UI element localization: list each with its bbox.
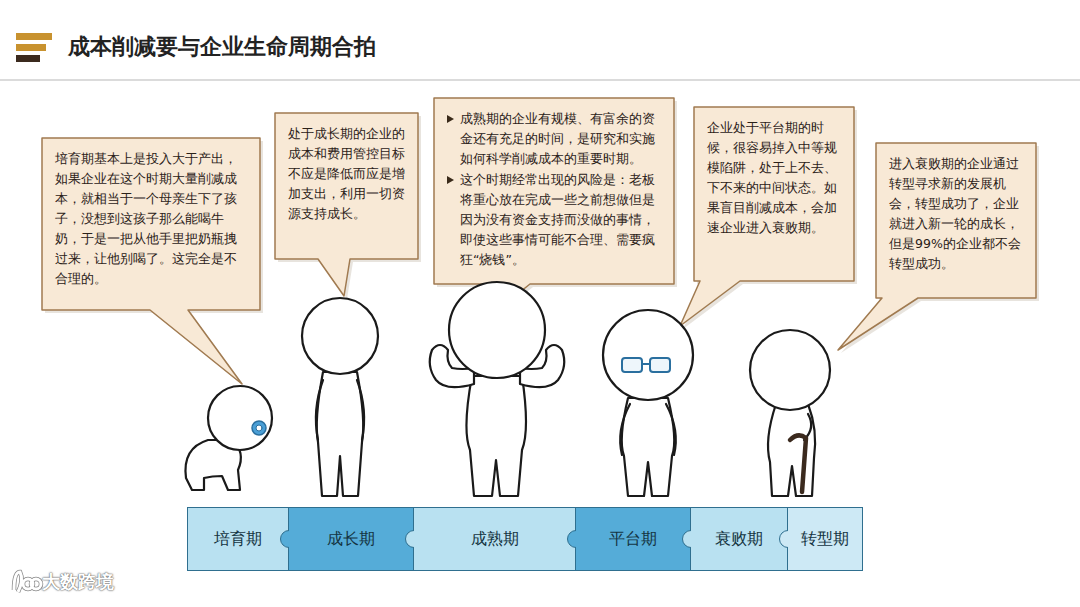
stick-figures [185, 282, 830, 496]
speech-bubble: 培育期基本上是投入大于产出，如果企业在这个时期大量削减成本，就相当于一个母亲生下… [42, 138, 260, 310]
puzzle-knob [280, 530, 298, 548]
puzzle-knob [405, 530, 423, 548]
elder-figure [750, 330, 830, 496]
stage-segment: 成熟期 [413, 507, 576, 571]
stage-label: 培育期 [214, 529, 262, 550]
puzzle-knob [779, 530, 797, 548]
bullet-item: 这个时期经常出现的风险是：老板将重心放在完成一些之前想做但是因为没有资金支持而没… [447, 170, 661, 270]
title-logo [16, 33, 52, 62]
bullet-arrow [447, 176, 454, 184]
callout-text: 成熟期的企业有规模、有富余的资金还有充足的时间，是研究和实施如何科学削减成本的重… [460, 109, 661, 169]
puzzle-knob [567, 530, 585, 548]
callout-text: 处于成长期的企业的成本和费用管控目标不应是降低而应是增加支出，利用一切资源支持成… [288, 124, 405, 224]
stage-label: 平台期 [609, 529, 657, 550]
bubble-outline [434, 98, 674, 304]
stage-label: 衰败期 [715, 529, 763, 550]
speech-bubble: 处于成长期的企业的成本和费用管控目标不应是降低而应是增加支出，利用一切资源支持成… [275, 113, 418, 259]
speech-bubble: 成熟期的企业有规模、有富余的资金还有充足的时间，是研究和实施如何科学削减成本的重… [434, 98, 674, 284]
baby-figure [185, 386, 272, 490]
glasses-figure [603, 310, 693, 496]
watermark-icon [14, 572, 41, 592]
stage-label: 成熟期 [471, 529, 519, 550]
bullet-arrow [447, 115, 454, 123]
callout-text: 培育期基本上是投入大于产出，如果企业在这个时期大量削减成本，就相当于一个母亲生下… [55, 149, 247, 289]
youth-figure [302, 298, 378, 496]
adult-figure [430, 282, 565, 496]
speech-bubble: 进入衰败期的企业通过转型寻求新的发展机会，转型成功了，企业就进入新一轮的成长，但… [876, 143, 1036, 298]
bubble-outline [275, 113, 418, 296]
bullet-item: 成熟期的企业有规模、有富余的资金还有充足的时间，是研究和实施如何科学削减成本的重… [447, 109, 661, 169]
watermark: 大数跨境 [42, 570, 114, 594]
callout-text: 这个时期经常出现的风险是：老板将重心放在完成一些之前想做但是因为没有资金支持而没… [460, 170, 661, 270]
bubble-shadow [45, 141, 263, 387]
puzzle-knob [682, 530, 700, 548]
stage-segment: 转型期 [787, 507, 863, 571]
title-rule [0, 79, 1080, 81]
bubble-outline [42, 138, 260, 384]
page-title: 成本削减要与企业生命周期合拍 [68, 32, 376, 62]
stage-segment: 衰败期 [690, 507, 788, 571]
speech-bubble: 企业处于平台期的时候，很容易掉入中等规模陷阱，处于上不去、下不来的中间状态。如果… [694, 107, 854, 281]
callout-text: 进入衰败期的企业通过转型寻求新的发展机会，转型成功了，企业就进入新一轮的成长，但… [889, 154, 1023, 274]
stage-segment: 成长期 [288, 507, 414, 571]
bubble-outline [838, 143, 1036, 350]
stage-segment: 培育期 [187, 507, 289, 571]
stage-segment: 平台期 [575, 507, 691, 571]
speech-bubbles [42, 98, 1039, 387]
stage-label: 成长期 [327, 529, 375, 550]
stage-label: 转型期 [801, 529, 849, 550]
bubble-outline [680, 107, 854, 326]
callout-text: 企业处于平台期的时候，很容易掉入中等规模陷阱，处于上不去、下不来的中间状态。如果… [707, 118, 841, 238]
